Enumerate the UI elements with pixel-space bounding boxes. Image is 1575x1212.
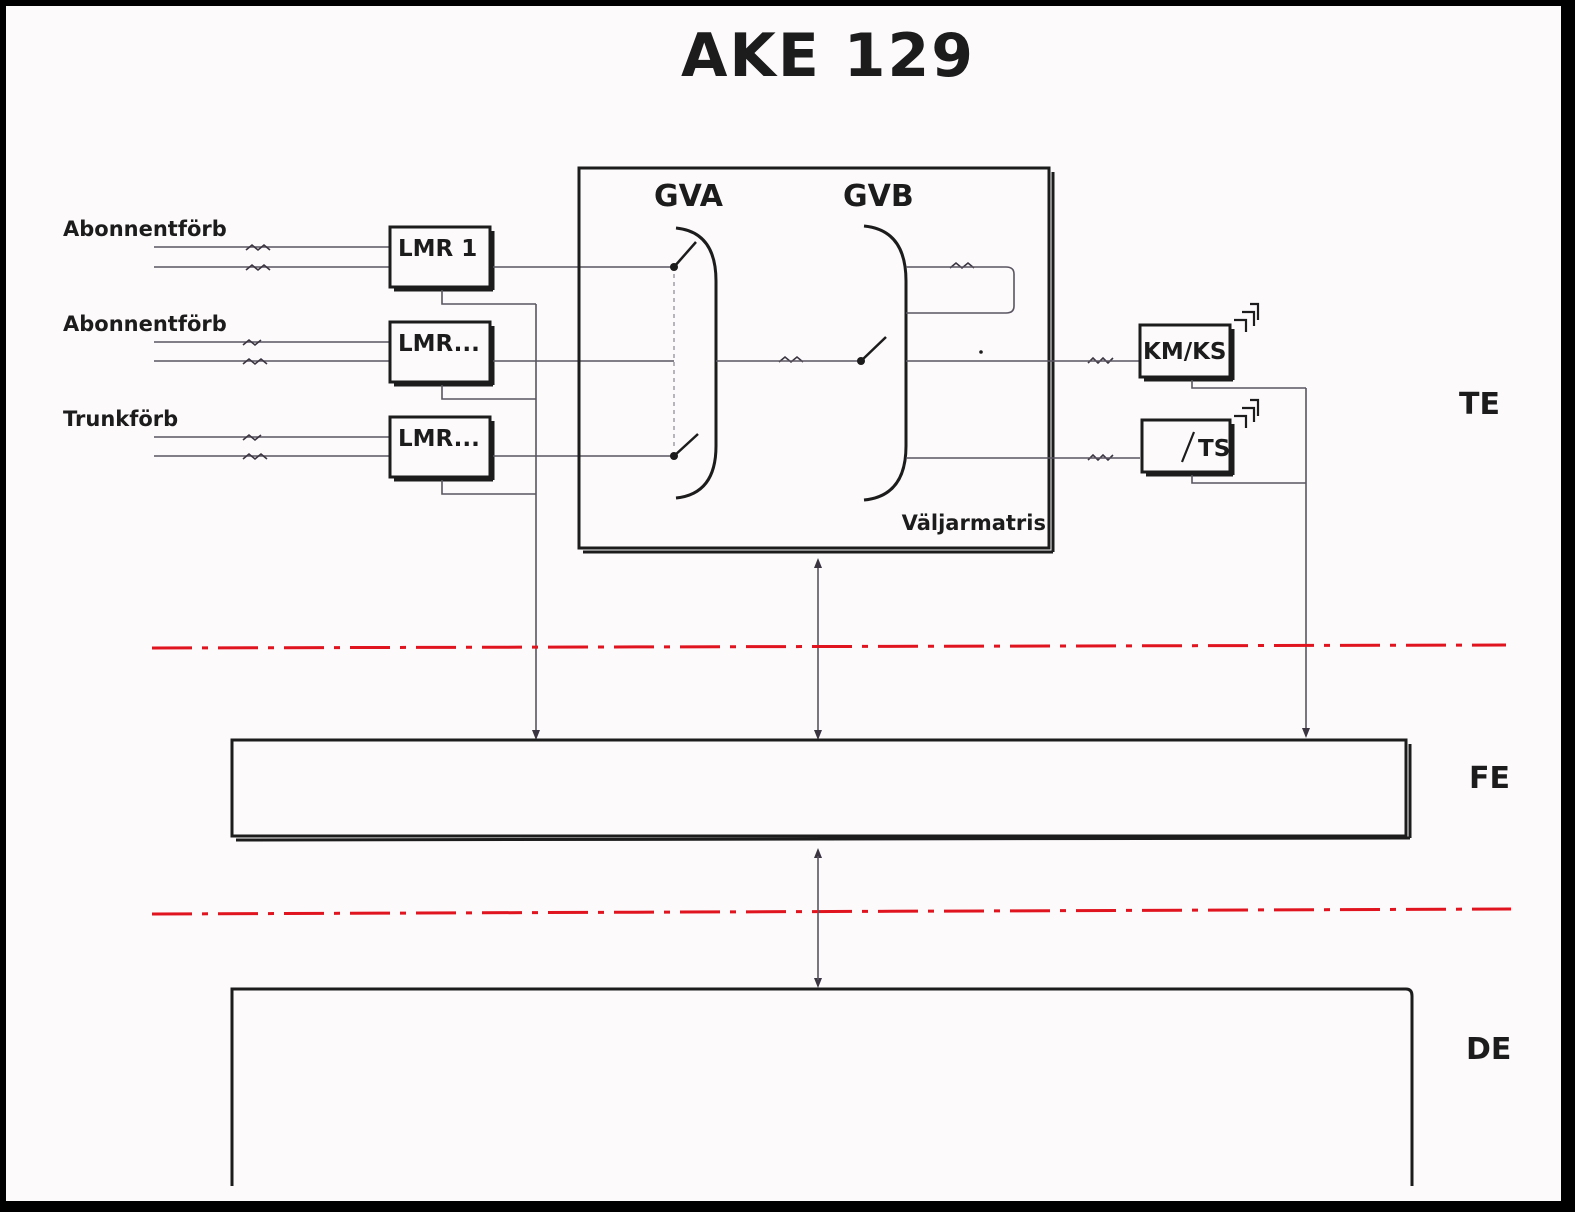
level-boundaries — [151, 643, 1512, 916]
line-module-3: LMR... — [388, 415, 495, 482]
stacked-unit-icon — [1234, 398, 1260, 428]
input-lines — [154, 246, 390, 457]
stage-a-switches — [670, 226, 718, 500]
stage-a-label: GVA — [654, 179, 724, 214]
peripheral-km-ks: KM/KS — [1138, 302, 1260, 382]
diagram-frame: AKE 129 Abonnentförb Abonnentförb Trunkf… — [6, 6, 1561, 1201]
line-module-2: LMR... — [388, 320, 495, 387]
level-de-label: DE — [1466, 1032, 1511, 1067]
peripheral-ts: TS — [1140, 398, 1260, 477]
system-diagram: AKE 129 Abonnentförb Abonnentförb Trunkf… — [63, 21, 1512, 1186]
stage-b-outputs — [906, 266, 1140, 459]
level-fe-label: FE — [1469, 761, 1510, 796]
stacked-unit-icon — [1234, 302, 1260, 332]
peripheral-km-ks-label: KM/KS — [1143, 339, 1227, 365]
line-module-3-label: LMR... — [398, 426, 480, 452]
line-module-1: LMR 1 — [388, 225, 495, 292]
input-label-3: Trunkförb — [63, 407, 178, 431]
peripheral-control-lines — [1191, 380, 1307, 730]
arrowheads — [532, 558, 1310, 988]
stage-b-label: GVB — [843, 179, 914, 214]
input-label-1: Abonnentförb — [63, 217, 227, 241]
multiplicity-marks — [242, 243, 1114, 462]
level-te-label: TE — [1459, 387, 1500, 422]
input-label-2: Abonnentförb — [63, 312, 227, 336]
line-module-1-label: LMR 1 — [398, 236, 477, 262]
lmr-to-matrix-lines — [493, 266, 674, 457]
de-block — [230, 987, 1414, 1186]
peripheral-ts-label: TS — [1198, 436, 1230, 462]
line-module-2-label: LMR... — [398, 331, 480, 357]
stage-b-switches — [857, 224, 908, 502]
matrix-caption: Väljarmatris — [902, 511, 1046, 535]
fe-block — [230, 738, 1412, 842]
lmr-control-lines — [441, 290, 537, 732]
diagram-title: AKE 129 — [681, 21, 975, 91]
selector-matrix: GVA GVB Väljarmatris — [577, 166, 1055, 554]
